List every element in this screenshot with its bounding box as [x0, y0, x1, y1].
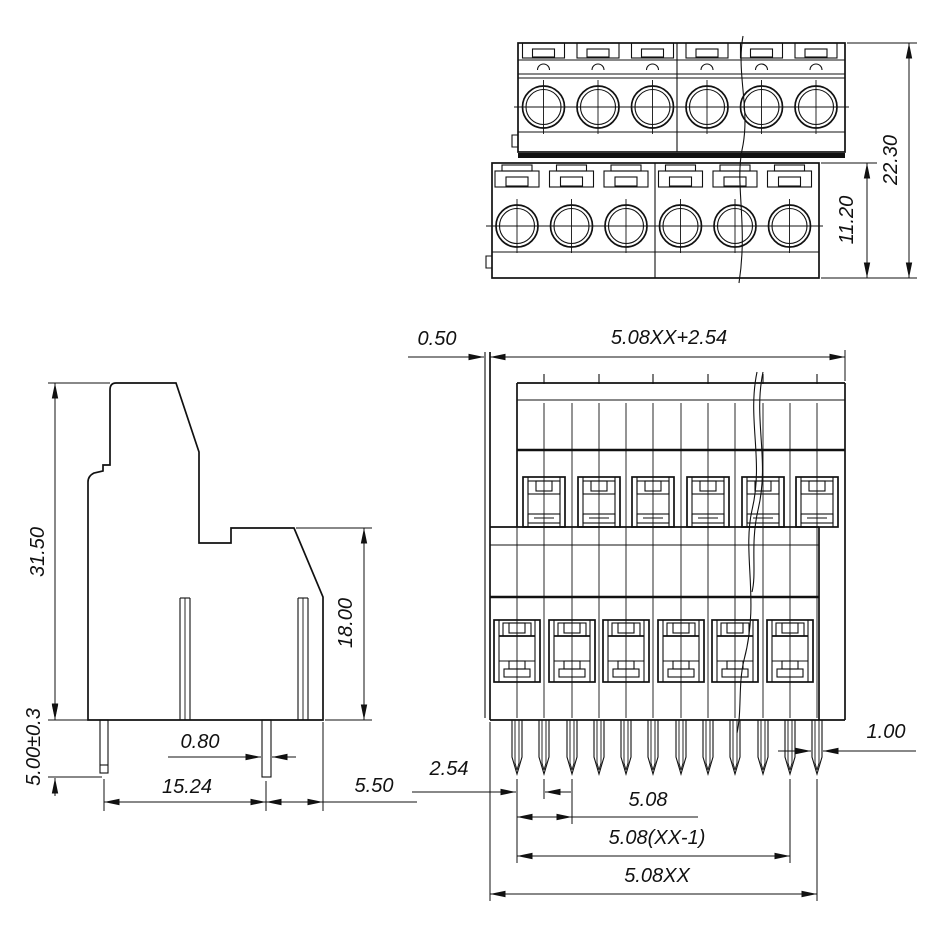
solder-pin [757, 720, 769, 776]
screw-terminal-unit [794, 42, 838, 134]
dim-label-pitch-span-minus-one: 5.08(XX-1) [609, 827, 706, 849]
side-pin-right [261, 719, 272, 778]
screw-terminal-unit [766, 164, 813, 253]
latch-icon [576, 42, 620, 59]
solder-pin [702, 720, 714, 776]
screw-terminal-unit [548, 164, 595, 253]
front-pin-centerlines [516, 403, 818, 718]
upper-row-screw-units [521, 42, 838, 134]
wire-opening-lower [711, 619, 759, 683]
clamp-arc-icon [754, 63, 769, 71]
latch-icon [794, 42, 838, 59]
screw-terminal-unit [630, 42, 675, 134]
side-view: 31.50 5.00±0.3 18.00 0.80 15.24 5.50 [23, 382, 417, 811]
clamp-arc-icon [700, 63, 714, 71]
wire-opening-lower [602, 619, 650, 683]
front-top-ticks [543, 374, 818, 384]
front-solder-pins [511, 720, 823, 776]
screw-terminal-unit [521, 42, 566, 134]
break-line-icon [751, 371, 764, 593]
upper-tier-wire-openings [522, 476, 839, 528]
dim-label-right-height: 18.00 [335, 598, 357, 648]
latch-icon [521, 42, 566, 59]
side-pin-left [99, 719, 109, 774]
clamp-arc-icon [809, 63, 823, 71]
dim-label-pin-span: 15.24 [162, 776, 212, 798]
dim-label-pin-stagger: 2.54 [429, 758, 469, 780]
solder-pin [647, 720, 659, 776]
wire-opening-lower [766, 619, 814, 683]
side-profile-outline [87, 382, 324, 721]
wire-opening-lower [657, 619, 705, 683]
wire-opening-lower [493, 619, 541, 683]
solder-pin [620, 720, 632, 776]
latch-icon [603, 170, 649, 188]
dim-label-front-pin-width: 1.00 [867, 721, 906, 743]
solder-pin [511, 720, 523, 776]
screw-terminal-unit [712, 164, 758, 253]
solder-pin [538, 720, 550, 776]
upper-row-left-tab [511, 134, 518, 148]
solder-pin [729, 720, 741, 776]
lower-row-left-tab [485, 255, 492, 269]
dim-label-lower-row-height: 11.20 [836, 196, 858, 245]
dim-label-right-offset: 5.50 [355, 775, 394, 797]
latch-icon [630, 42, 675, 59]
pin-slot-right [297, 597, 309, 720]
solder-pin [784, 720, 796, 776]
dim-label-pin-length: 5.00±0.3 [23, 708, 45, 786]
clamp-arc-icon [645, 63, 660, 71]
solder-pin [811, 720, 823, 776]
dim-label-side-overall-height: 31.50 [27, 527, 49, 577]
latch-icon [712, 170, 758, 188]
solder-pin [593, 720, 605, 776]
clamp-arc-icon [536, 63, 551, 71]
dim-label-overall-height: 22.30 [880, 135, 902, 186]
solder-pin [675, 720, 687, 776]
latch-icon [739, 42, 784, 59]
latch-icon [548, 170, 595, 188]
lower-tier-wire-openings [493, 619, 814, 683]
screw-terminal-unit [657, 164, 704, 253]
clamp-arc-icon [591, 63, 605, 71]
wire-opening-lower [548, 619, 596, 683]
top-view: 22.30 11.20 [485, 35, 917, 284]
dim-label-pole-pitch: 5.08 [629, 789, 668, 811]
break-line-icon [736, 371, 758, 734]
latch-icon [494, 170, 540, 188]
latch-icon [685, 42, 729, 59]
pin-slot-left [179, 597, 191, 720]
break-line-icon [738, 35, 746, 284]
dim-label-pitch-span-total: 5.08XX [624, 865, 690, 887]
screw-terminal-unit [576, 42, 620, 134]
latch-icon [657, 170, 704, 188]
screw-terminal-unit [739, 42, 784, 134]
dim-label-side-pin-width: 0.80 [181, 731, 220, 753]
solder-pin [566, 720, 578, 776]
screw-terminal-unit [685, 42, 729, 134]
screw-terminal-unit [603, 164, 649, 253]
latch-icon [766, 170, 813, 188]
front-view: 0.50 5.08XX+2.54 2.54 5.08 5.08(XX-1) 5.… [408, 327, 916, 901]
dim-label-overall-width: 5.08XX+2.54 [611, 327, 727, 349]
screw-terminal-unit [494, 164, 540, 253]
top-view-upper-row-outline [517, 42, 846, 153]
dim-label-face-offset: 0.50 [418, 328, 457, 350]
lower-row-screw-units [494, 164, 813, 253]
